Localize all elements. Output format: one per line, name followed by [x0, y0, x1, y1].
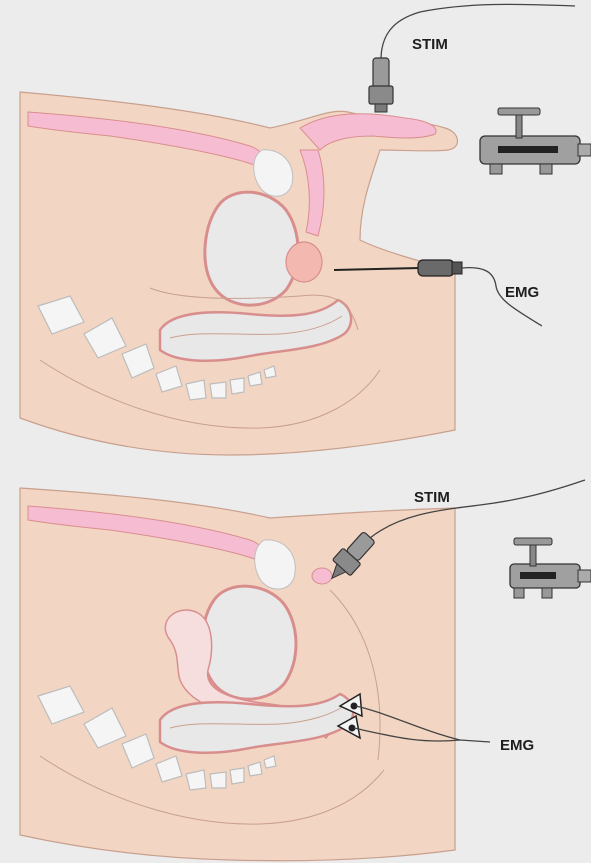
male-bladder	[205, 192, 298, 305]
top-emg-label: EMG	[505, 284, 539, 301]
female-urethra-tip	[312, 568, 332, 584]
bottom-stim-label: STIM	[414, 489, 450, 506]
male-panel: STIM EMG	[20, 4, 591, 455]
female-bladder	[202, 586, 296, 699]
top-stim-wire	[381, 4, 575, 60]
top-clamp-device	[480, 108, 591, 174]
male-prostate	[286, 242, 322, 282]
bottom-emg-label: EMG	[500, 737, 534, 754]
female-panel: STIM EMG	[20, 480, 591, 861]
top-stim-electrode	[369, 58, 393, 112]
top-stim-label: STIM	[412, 36, 448, 53]
bottom-clamp-device	[510, 538, 591, 598]
top-emg-connector	[418, 260, 462, 276]
